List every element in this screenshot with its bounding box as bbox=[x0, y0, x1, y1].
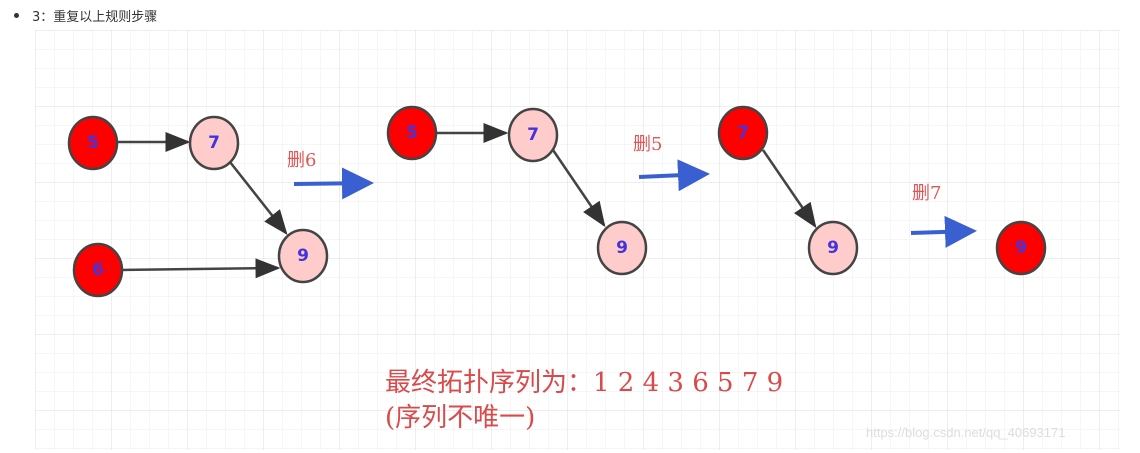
list-item: 3：重复以上规则步骤 bbox=[14, 6, 157, 25]
node-label: 6 bbox=[92, 260, 104, 280]
node-label: 5 bbox=[87, 133, 99, 153]
node-5 bbox=[386, 105, 438, 161]
step-arrow bbox=[638, 159, 710, 192]
step-arrow bbox=[293, 167, 374, 200]
node-label: 9 bbox=[297, 246, 309, 266]
node-label: 9 bbox=[827, 238, 839, 258]
edge-7-9 bbox=[229, 161, 288, 235]
result-note: (序列不唯一) bbox=[385, 403, 535, 433]
node-label: 7 bbox=[208, 133, 220, 153]
result-sequence: 最终拓扑序列为：1 2 4 3 6 5 7 9 bbox=[385, 368, 783, 398]
node-5 bbox=[67, 115, 119, 171]
watermark: https://blog.csdn.net/qq_40693171 bbox=[866, 425, 1066, 440]
step-label: 删7 bbox=[912, 183, 941, 204]
edge-7-9 bbox=[761, 149, 817, 229]
node-label: 7 bbox=[527, 125, 539, 145]
node-6 bbox=[72, 242, 124, 298]
node-9 bbox=[807, 220, 859, 276]
step-arrow bbox=[910, 215, 977, 248]
node-7 bbox=[188, 115, 240, 171]
bullet-dot bbox=[14, 13, 19, 18]
node-label: 7 bbox=[737, 123, 749, 143]
step-heading: 3：重复以上规则步骤 bbox=[32, 10, 158, 25]
edge-7-9 bbox=[551, 149, 606, 228]
node-label: 5 bbox=[406, 123, 418, 143]
step-label: 删6 bbox=[287, 150, 316, 171]
step-label: 删5 bbox=[633, 134, 662, 155]
node-9 bbox=[995, 220, 1047, 276]
node-label: 9 bbox=[1015, 238, 1027, 258]
node-label: 9 bbox=[616, 238, 628, 258]
node-7 bbox=[507, 107, 559, 163]
node-9 bbox=[277, 228, 329, 284]
edge-6-9 bbox=[121, 258, 281, 279]
node-9 bbox=[596, 220, 648, 276]
node-7 bbox=[717, 105, 769, 161]
